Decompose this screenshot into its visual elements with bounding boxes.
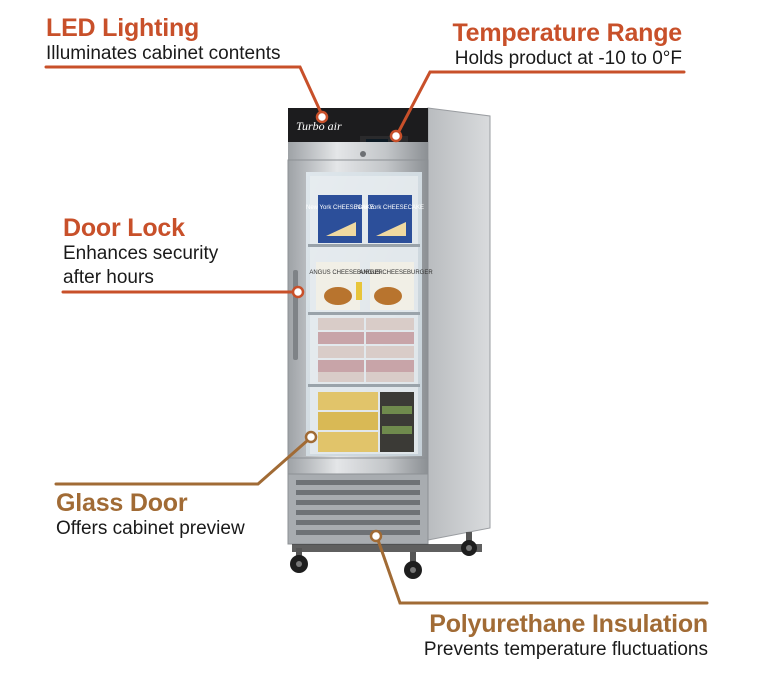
top-trim: [288, 142, 428, 160]
product-label: New York CHEESECAKE: [306, 205, 374, 211]
cabinet-side-panel: [427, 107, 491, 541]
lock-description-line1: Enhances security: [63, 243, 219, 264]
stacked-boxes: [318, 318, 414, 382]
insulation-title: Polyurethane Insulation: [429, 610, 708, 638]
caster-wheels: [290, 532, 477, 579]
door-handle: [293, 270, 298, 360]
led-description: Illuminates cabinet contents: [46, 43, 281, 64]
insulation-marker-icon: [369, 529, 383, 543]
lock-marker-icon: [291, 285, 305, 299]
callout-insulation: Polyurethane Insulation Prevents tempera…: [424, 610, 708, 662]
brand-logo: Turbo air: [296, 119, 342, 133]
temp-marker-icon: [389, 129, 403, 143]
led-title: LED Lighting: [46, 14, 200, 42]
shelf: [308, 312, 420, 315]
shelf: [308, 384, 420, 387]
led-marker-icon: [315, 110, 329, 124]
cheesecake-boxes: New York CHEESECAKE New York CHEESECAKE: [306, 195, 424, 243]
insulation-description: Prevents temperature fluctuations: [423, 639, 708, 660]
glass-description: Offers cabinet preview: [56, 518, 245, 539]
waffle-boxes: [318, 392, 414, 452]
product-label: ANGUS CHEESEBURGER: [309, 270, 383, 276]
glass-leader-line: [54, 438, 310, 486]
callout-led: LED Lighting Illuminates cabinet content…: [46, 14, 280, 66]
lower-trim: [287, 457, 429, 475]
insulation-leader-line: [376, 538, 709, 605]
lock-description-line2: after hours: [63, 267, 154, 288]
burger-boxes: ANGUS CHEESEBURGER ANGUS CHEESEBURGER: [309, 262, 433, 310]
base-shadow: [292, 544, 482, 552]
callout-temperature: Temperature Range Holds product at -10 t…: [452, 19, 682, 71]
product-label: New York CHEESECAKE: [356, 205, 424, 211]
product-label: ANGUS CHEESEBURGER: [359, 270, 433, 276]
lock-title: Door Lock: [63, 214, 185, 242]
glass-marker-icon: [304, 430, 318, 444]
glass-title: Glass Door: [56, 489, 188, 517]
led-leader-line: [44, 65, 324, 117]
callout-glass-door: Glass Door Offers cabinet preview: [56, 489, 245, 541]
temp-description: Holds product at -10 to 0°F: [454, 48, 682, 69]
lock-keyhole-icon: [360, 151, 366, 157]
temp-leader-line: [396, 70, 686, 135]
callout-door-lock: Door Lock Enhances security after hours: [63, 214, 218, 290]
shelf: [308, 244, 420, 247]
vent-grille: [296, 480, 420, 535]
temp-title: Temperature Range: [452, 19, 682, 47]
